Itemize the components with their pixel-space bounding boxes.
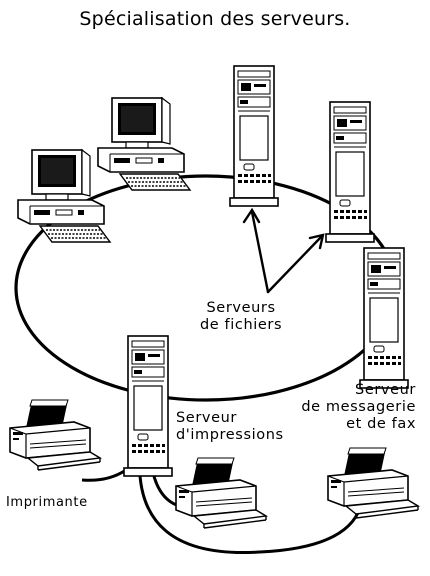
file-servers-label: Serveurs de fichiers — [200, 300, 282, 334]
mail-server-label-line3: et de fax — [346, 416, 416, 432]
mail-server-label-line1: Serveur — [355, 382, 416, 398]
mail-server-label-line2: de messagerie — [301, 399, 416, 415]
file-servers-label-line2: de fichiers — [200, 317, 283, 333]
file-server-arrows — [242, 207, 325, 294]
printer-label: Imprimante — [6, 495, 88, 510]
print-server-label-line2: d'impressions — [176, 427, 284, 443]
mail-fax-server — [359, 247, 409, 389]
workstation-1 — [97, 97, 191, 191]
print-server — [123, 335, 173, 477]
file-server-1 — [229, 65, 279, 207]
file-servers-label-line1: Serveurs — [206, 300, 276, 316]
print-server-label-line1: Serveur — [176, 410, 237, 426]
page-title: Spécialisation des serveurs. — [79, 8, 351, 30]
printer-3 — [327, 447, 419, 519]
file-server-2 — [325, 101, 375, 243]
mail-fax-server-label: Serveur de messagerie et de fax — [266, 382, 416, 433]
print-server-label: Serveur d'impressions — [176, 410, 284, 444]
printer-1 — [9, 399, 101, 471]
printer-2 — [175, 457, 267, 529]
